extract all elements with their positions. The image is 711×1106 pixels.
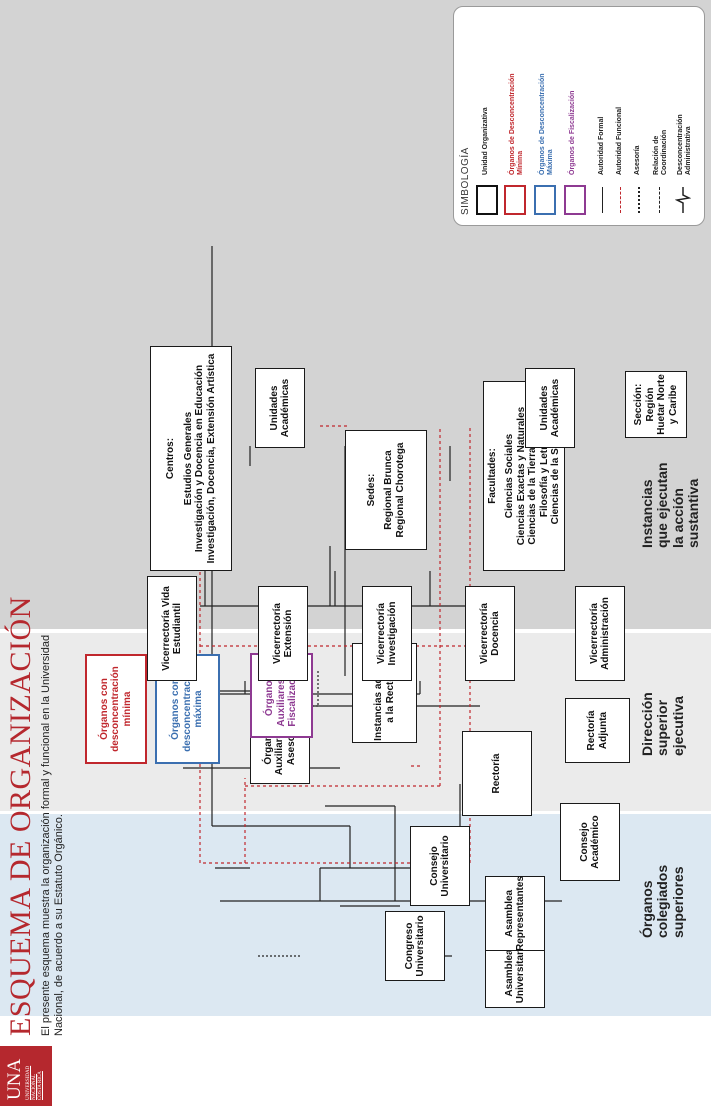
legend-line-autoridad-formal: [602, 187, 603, 213]
box-asamblea-representantes: Asamblea Representantes: [485, 876, 545, 951]
box-sedes: Sedes: Regional Brunca Regional Choroteg…: [345, 430, 427, 550]
box-vic-extension: Vicerrectoría Extensión: [258, 586, 308, 681]
box-consejo-universitario: Consejo Universitario: [410, 826, 470, 906]
box-organos-desc-minima: Órganos con desconcentración mínima: [85, 654, 147, 764]
centros-items: Estudios Generales Investigación y Docen…: [182, 353, 217, 564]
box-seccion: Sección: Región Huetar Norte y Caribe: [625, 371, 687, 438]
legend-swatch-unidad: [476, 185, 498, 215]
legend-label-coordinacion: Relación de Coordinación: [653, 129, 668, 175]
box-vic-administracion: Vicerrectoría Administración: [575, 586, 625, 681]
legend-swatch-desc-minima: [504, 185, 526, 215]
box-congreso-universitario: Congreso Universitario: [385, 911, 445, 981]
legend-label-desc-maxima: Órganos de Desconcentración Máxima: [539, 73, 554, 175]
box-rectoria-adjunta: Rectoría Adjunta: [565, 698, 630, 763]
box-unidades-academicas-centros: Unidades Académicas: [255, 368, 305, 448]
legend-swatch-fiscalizacion: [564, 185, 586, 215]
legend-label-asesoria: Asesoría: [634, 145, 641, 175]
sedes-items: Regional Brunca Regional Chorotega: [383, 442, 406, 538]
sedes-title: Sedes:: [365, 473, 377, 507]
legend-label-desconcentracion: Desconcentración Administrativa: [677, 114, 692, 175]
centros-title: Centros:: [165, 437, 176, 480]
box-centros: Centros: Estudios Generales Investigació…: [150, 346, 232, 571]
box-rectoria: Rectoría: [462, 731, 532, 816]
legend-label-unidad: Unidad Organizativa: [482, 107, 489, 175]
box-consejo-academico: Consejo Académico: [560, 803, 620, 881]
box-vic-vida-estudiantil: Vicerrectoría Vida Estudiantil: [147, 576, 197, 681]
legend-line-asesoria: [638, 187, 640, 213]
facultades-title: Facultades:: [486, 448, 498, 504]
box-vic-docencia: Vicerrectoría Docencia: [465, 586, 515, 681]
legend-line-autoridad-funcional: [620, 187, 621, 213]
box-unidades-academicas-facultades: Unidades Académicas: [525, 368, 575, 448]
legend-label-fiscalizacion: Órganos de Fiscalización: [569, 90, 576, 175]
legend-label-autoridad-formal: Autoridad Formal: [598, 116, 605, 175]
legend-label-autoridad-funcional: Autoridad Funcional: [616, 106, 623, 175]
box-vic-investigacion: Vicerrectoría Investigación: [362, 586, 412, 681]
legend-label-desc-minima: Órganos de Desconcentración Mínima: [509, 73, 524, 175]
legend-swatch-desc-maxima: [534, 185, 556, 215]
legend: SIMBOLOGÍA Unidad Organizativa Órganos d…: [453, 6, 705, 226]
legend-line-coordinacion: [659, 187, 660, 213]
legend-title: SIMBOLOGÍA: [460, 147, 471, 215]
